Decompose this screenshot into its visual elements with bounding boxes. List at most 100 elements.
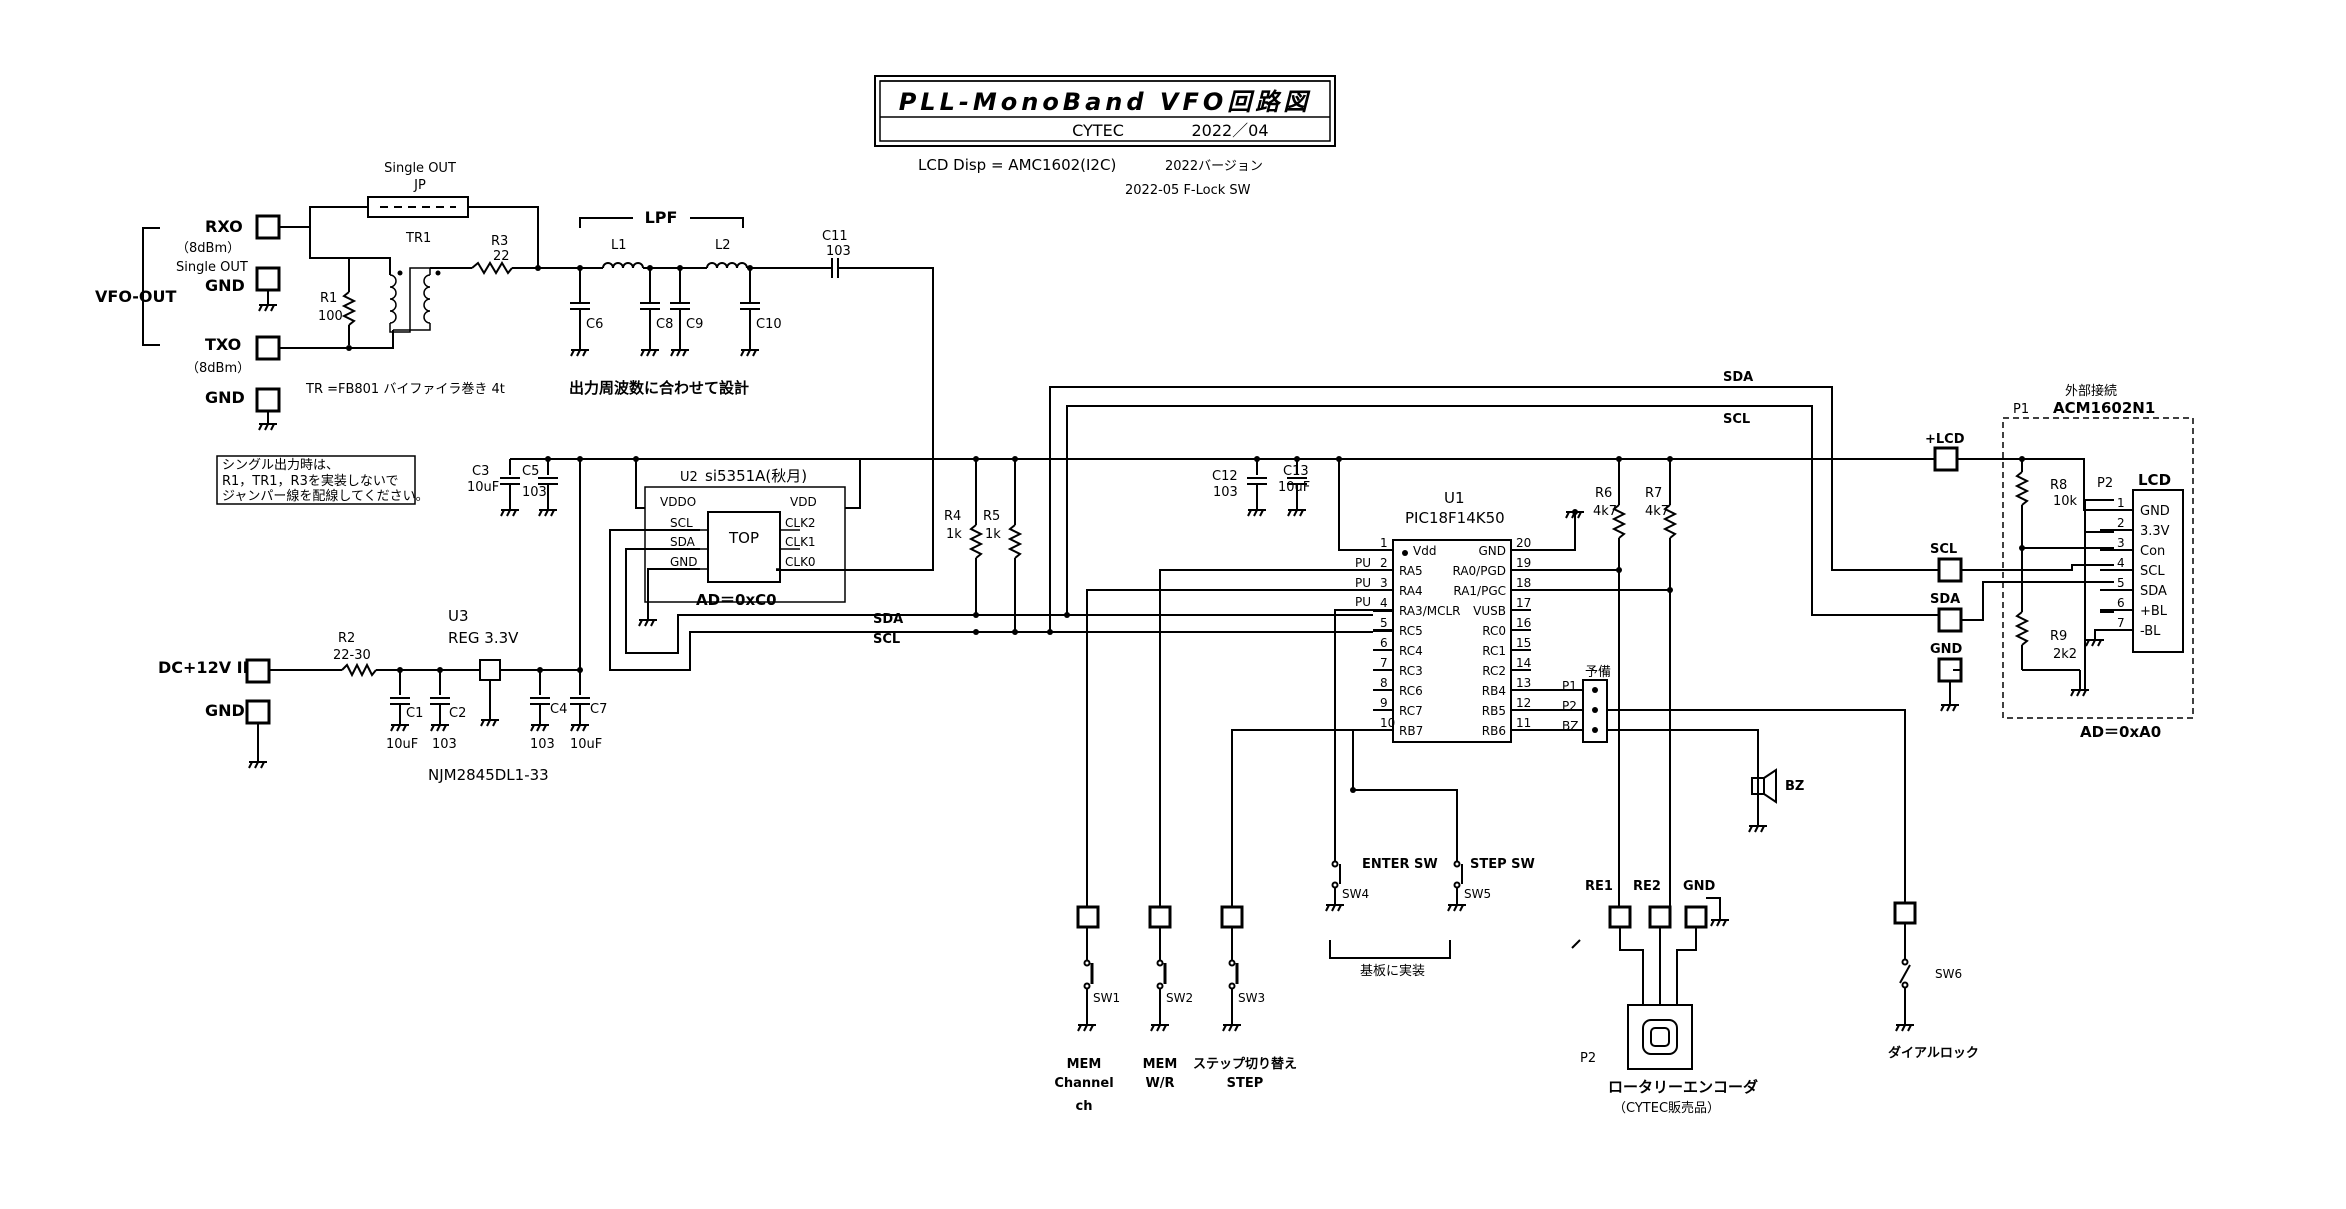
ground-symbol xyxy=(638,619,657,627)
ground-symbol xyxy=(1565,511,1584,519)
sw1-terminal xyxy=(1076,905,1100,929)
r5-value: 1k xyxy=(985,527,1001,542)
power-bus: C3 10uF C5 103 C12 103 C13 10uF xyxy=(467,456,1953,670)
r7-value: 4k7 xyxy=(1645,504,1669,519)
bus-sda-top: SDA xyxy=(1723,370,1753,385)
c11-value: 103 xyxy=(826,244,851,259)
sw3-terminal xyxy=(1220,905,1244,929)
sw6-label: SW6 xyxy=(1935,967,1962,981)
ground-symbol xyxy=(1748,825,1767,833)
lcd-pin-number: 3 xyxy=(2117,536,2125,550)
u1-pin-label: RB7 xyxy=(1399,724,1423,738)
dial-lock-label: ダイアルロック xyxy=(1888,1045,1979,1061)
mem-ch-line-3: ch xyxy=(1076,1099,1093,1114)
u2-ref: U2 xyxy=(680,470,698,485)
tr1-name: TR1 xyxy=(405,231,431,246)
r9-value: 2k2 xyxy=(2053,647,2077,662)
sw4-label: SW4 xyxy=(1342,887,1369,901)
lcd-pin-number: 7 xyxy=(2117,616,2125,630)
u1-pin-number: 11 xyxy=(1516,716,1531,730)
u2-si5351a: U2 si5351A(秋月) TOP VDDO SCL SDA GND VDD … xyxy=(609,459,1373,671)
lcd-pin-number: 2 xyxy=(2117,516,2125,530)
mem-ch-line-2: Channel xyxy=(1054,1076,1113,1091)
dc-gnd-terminal xyxy=(245,699,271,725)
u1-pin-number: 5 xyxy=(1380,616,1388,630)
ext-p1: P1 xyxy=(2013,402,2029,417)
ext-title: 外部接続 xyxy=(2065,383,2117,399)
vfo-output-section: VFO-OUT RXO （8dBm） Single OUT GND TXO （8… xyxy=(95,161,600,424)
c13-value: 10uF xyxy=(1278,480,1310,495)
ground-symbol xyxy=(258,423,277,431)
re1-terminal xyxy=(1608,905,1632,929)
u1-pin-number: 17 xyxy=(1516,596,1531,610)
u1-pin-number: 19 xyxy=(1516,556,1531,570)
ground-symbol xyxy=(258,304,277,312)
r5-name: R5 xyxy=(983,509,1000,524)
ext-addr: AD＝0xA0 xyxy=(2080,723,2161,741)
lcd-pin-number: 1 xyxy=(2117,496,2125,510)
step-sw-label: STEP SW xyxy=(1470,857,1535,872)
ground-symbol xyxy=(1940,704,1959,712)
c6-name: C6 xyxy=(586,317,603,332)
lcd-pin-label: +BL xyxy=(2140,604,2168,619)
mem-wr-line-1: MEM xyxy=(1143,1057,1178,1072)
u2-pin-sda: SDA xyxy=(670,535,696,549)
version-note: 2022バージョン xyxy=(1165,159,1263,174)
lcd-pin-number: 4 xyxy=(2117,556,2125,570)
u2-pin-vddo: VDDO xyxy=(660,495,696,509)
ground-symbol xyxy=(1895,1024,1914,1032)
ground-symbol xyxy=(1247,509,1266,517)
i2c-bus: SDA SCL SDA SCL xyxy=(873,370,1950,647)
u1-pin-label: RC5 xyxy=(1399,624,1423,638)
l1-name: L1 xyxy=(611,238,627,253)
title-block: PLL-MonoBand VFO回路図 CYTEC 2022／04 LCD Di… xyxy=(874,75,1336,198)
u2-pin-vdd: VDD xyxy=(790,495,817,509)
tr1-note: TR =FB801 バイファイラ巻き 4t xyxy=(305,382,505,397)
u1-pin-number: 10 xyxy=(1380,716,1395,730)
lcd-pin-label: 3.3V xyxy=(2140,524,2170,539)
spare-header: 予備 P1 P2 BZ xyxy=(1511,664,1906,903)
u1-pin-number: 14 xyxy=(1516,656,1531,670)
lpf-title: LPF xyxy=(645,208,678,227)
r4-value: 1k xyxy=(946,527,962,542)
u1-pin-label: RA0/PGD xyxy=(1452,564,1506,578)
u2-addr: AD＝0xC0 xyxy=(696,591,777,609)
r4-name: R4 xyxy=(944,509,961,524)
u3-part: REG 3.3V xyxy=(448,629,519,647)
ground-symbol xyxy=(740,349,759,357)
ext-plcd-label: +LCD xyxy=(1925,432,1965,447)
ground-symbol xyxy=(248,761,267,769)
u1-pin-label: RC2 xyxy=(1482,664,1506,678)
lcd-title: LCD xyxy=(2138,471,2171,489)
u1-pin-number: 18 xyxy=(1516,576,1531,590)
ground-symbol xyxy=(1325,904,1344,912)
u2-pin-clk2: CLK2 xyxy=(785,516,816,530)
lpf-section: LPF L1 L2 C6 C8 C9 C10 出力周波数に合わせて設計 C11 … xyxy=(569,208,934,571)
single-out-label: Single OUT xyxy=(176,260,248,275)
u1-pin-label: Vdd xyxy=(1413,544,1436,558)
u1-pin-number: 15 xyxy=(1516,636,1531,650)
txo-terminal xyxy=(255,335,281,361)
u1-pin-number: 12 xyxy=(1516,696,1531,710)
jp-name: JP xyxy=(413,178,426,193)
ground-symbol xyxy=(570,724,589,732)
ground-symbol xyxy=(2085,639,2104,647)
r2-name: R2 xyxy=(338,631,355,646)
c4-value: 103 xyxy=(530,737,555,752)
u2-pin-scl: SCL xyxy=(670,516,693,530)
r7-name: R7 xyxy=(1645,486,1662,501)
c5-value: 103 xyxy=(522,485,547,500)
enc-p2: P2 xyxy=(1580,1051,1596,1066)
sw3-label: SW3 xyxy=(1238,991,1265,1005)
lcd-pin-label: GND xyxy=(2140,504,2170,519)
sw2-terminal xyxy=(1148,905,1172,929)
u1-pin-number: 20 xyxy=(1516,536,1531,550)
u1-pu-3: PU xyxy=(1355,576,1371,590)
spare-title: 予備 xyxy=(1585,664,1611,680)
u1-pin-label: RC4 xyxy=(1399,644,1423,658)
buzzer-label: BZ xyxy=(1785,779,1804,794)
lcd-pin-number: 6 xyxy=(2117,596,2125,610)
plcd-terminal xyxy=(1933,446,1959,472)
title-date: 2022／04 xyxy=(1191,121,1268,140)
